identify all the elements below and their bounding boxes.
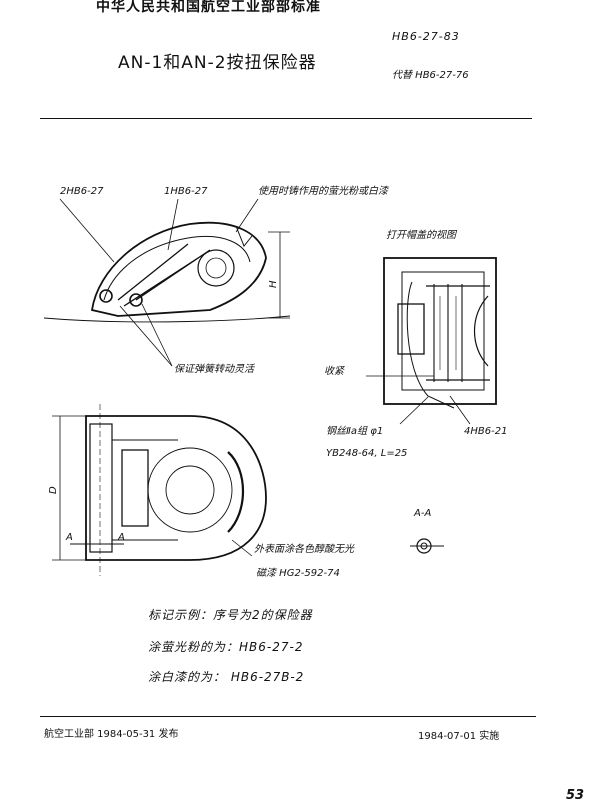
technical-drawing: 2HB6-27 1HB6-27 使用时铸作用的萤光粉或白漆 打开帽盖的视图 保证… [43,185,507,579]
section-a-a-detail [410,538,444,554]
header-rule [40,118,532,119]
callout-luminous-note: 使用时铸作用的萤光粉或白漆 [258,185,390,197]
page-number: 53 [566,788,585,803]
callout-tighten: 收紧 [324,365,345,377]
section-view [52,404,267,576]
callout-surface-note: 外表面涂各色醇酸无光 [254,543,355,555]
callout-yb-spec: YB248-64, L=25 [326,448,407,459]
issue-date: 航空工业部 1984-05-31 发布 [44,729,179,740]
dimension-h: H [268,280,279,288]
standard-number: HB6-27-83 [392,30,460,43]
replaces-standard: 代替 HB6-27-76 [392,70,469,81]
callout-part-1hb: 1HB6-27 [164,186,208,197]
dimension-d: D [48,486,59,494]
section-mark-a-left: A [65,532,73,543]
callout-enamel: 磁漆 HG2-592-74 [256,567,340,579]
callout-wire: 钢丝Ⅱa组 φ1 [326,425,383,437]
footer-rule [40,716,536,717]
document-title: AN-1和AN-2按扭保险器 [118,53,317,73]
side-view [43,198,291,367]
callout-open-cap-view: 打开帽盖的视图 [386,229,458,241]
luminous-designation: 涂萤光粉的为：HB6-27-2 [148,640,304,654]
marking-example: 标记示例：序号为2的保险器 [148,608,313,622]
section-mark-a-right: A [117,532,125,543]
section-label: A-A [413,508,431,519]
open-cap-view [366,257,497,425]
callout-part-4hb: 4HB6-21 [464,426,507,437]
callout-part-2hb: 2HB6-27 [60,186,104,197]
document-organization: 中华人民共和国航空工业部部标准 [96,0,321,15]
callout-spring-note: 保证弹簧转动灵活 [174,363,256,375]
white-paint-designation: 涂白漆的为： HB6-27B-2 [148,670,305,684]
implementation-date: 1984-07-01 实施 [418,731,500,742]
